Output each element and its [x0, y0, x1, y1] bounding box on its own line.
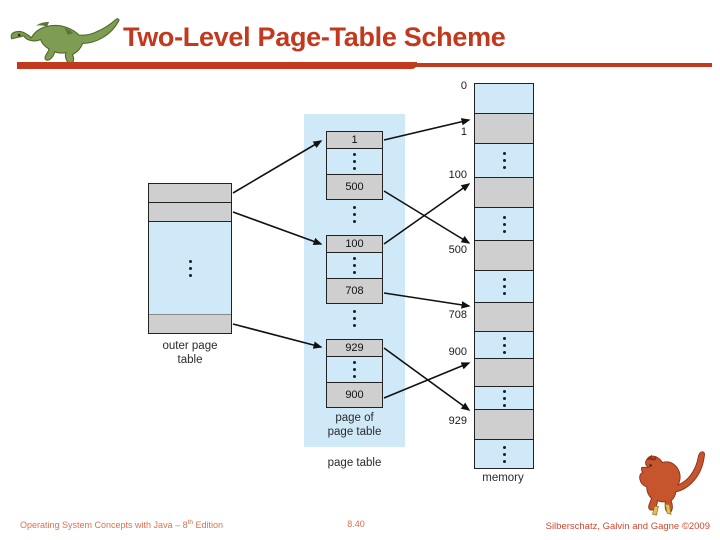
segment-gap-ellipsis: [326, 206, 383, 223]
memory-cell: [475, 303, 533, 332]
memory-frame-label-500: 500: [448, 244, 467, 256]
memory-cell-ellipsis: [475, 208, 533, 241]
footer-book-title-suffix: Edition: [193, 520, 224, 530]
footer-page-number: 8.40: [347, 519, 365, 529]
page-of-page-table-label: page of page table: [304, 412, 405, 439]
green-dinosaur-logo: [10, 18, 120, 63]
outer-table-ellipsis: [149, 222, 231, 315]
memory-frame-label-708: 708: [448, 309, 467, 321]
page-table-segment-3: 929 900: [326, 339, 383, 408]
footer-authors-credit: Silberschatz, Galvin and Gagne ©2009: [545, 521, 710, 532]
page-table-segment-1: 1 500: [326, 131, 383, 200]
memory-cell-ellipsis: [475, 144, 533, 178]
memory-cell: [475, 410, 533, 440]
memory-cell-ellipsis: [475, 387, 533, 410]
segment2-top-entry: 100: [345, 238, 364, 250]
outer-table-entry: [149, 184, 231, 203]
memory-cell: [475, 359, 533, 387]
segment3-top-entry: 929: [345, 342, 364, 354]
segment1-bottom-entry: 500: [345, 181, 364, 193]
outer-table-label: outer page table: [148, 340, 232, 367]
memory-cell-ellipsis: [475, 271, 533, 303]
memory-cell-ellipsis: [475, 332, 533, 359]
memory-frame-label-0: 0: [460, 80, 467, 92]
footer-book-title: Operating System Concepts with Java – 8t…: [20, 519, 223, 530]
segment1-top-entry: 1: [351, 134, 358, 146]
memory-column: [474, 83, 534, 469]
memory-frame-label-900: 900: [448, 346, 467, 358]
segment1-ellipsis: [327, 149, 382, 175]
outer-table-label-line2: table: [177, 353, 203, 366]
memory-frame-label-100: 100: [448, 169, 467, 181]
memory-frame-label-1: 1: [460, 126, 467, 138]
page-title: Two-Level Page-Table Scheme: [123, 22, 506, 52]
segment-gap-ellipsis: [326, 310, 383, 327]
outer-page-table: [148, 183, 232, 334]
segment3-bottom-entry: 900: [345, 389, 364, 401]
memory-cell: [475, 114, 533, 144]
memory-frame-label-929: 929: [448, 415, 467, 427]
page-table-caption: page table: [327, 457, 382, 469]
page-of-label-line1: page of: [335, 412, 374, 424]
outer-table-label-line1: outer page: [162, 340, 218, 352]
memory-cell-ellipsis: [475, 440, 533, 468]
red-dinosaur-logo: [639, 451, 705, 516]
footer-book-title-sup: th: [187, 519, 194, 526]
page-of-label-line2: page table: [327, 425, 382, 438]
memory-cell: [475, 84, 533, 114]
segment2-ellipsis: [327, 253, 382, 279]
segment3-ellipsis: [327, 357, 382, 383]
outer-table-entry: [149, 203, 231, 222]
title-underline-thick: [17, 62, 417, 69]
memory-cell: [475, 241, 533, 271]
segment2-bottom-entry: 708: [345, 285, 364, 297]
memory-cell: [475, 178, 533, 208]
memory-caption: memory: [482, 472, 524, 484]
page-table-segment-2: 100 708: [326, 235, 383, 304]
outer-table-entry: [149, 315, 231, 333]
footer-book-title-text: Operating System Concepts with Java – 8: [20, 520, 188, 530]
